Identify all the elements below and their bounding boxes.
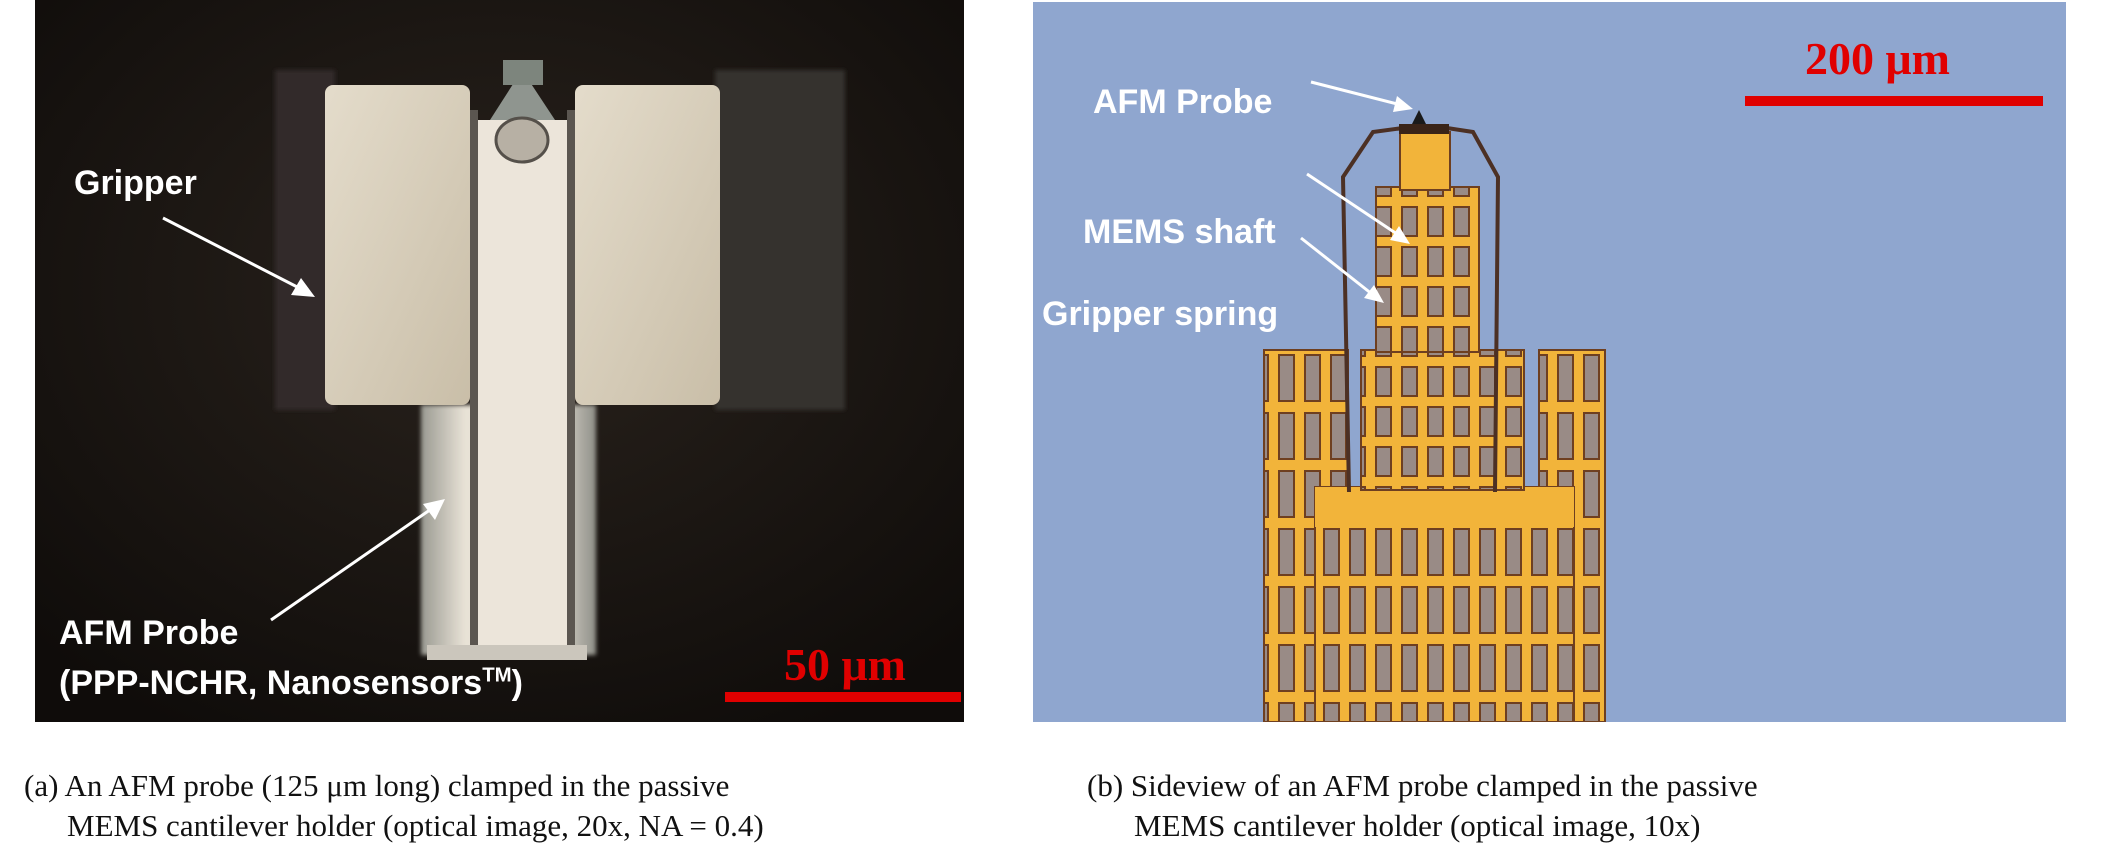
caption-b-line2: MEMS cantilever holder (optical image, 1… [1134,808,1701,843]
mems-head [1399,131,1451,191]
mems-device [1033,2,2066,722]
scale-bar-label-b: 200 μm [1805,33,1950,84]
gripper-spring-left [1340,126,1404,493]
scale-bar-label-a: 50 μm [784,639,906,690]
caption-b: (b) Sideview of an AFM probe clamped in … [1087,766,1758,846]
probe-model-suffix: ) [511,664,523,702]
label-gripper-spring: Gripper spring [1042,295,1279,333]
gripper-left-block [325,85,470,405]
gripper-right-block [575,85,720,405]
caption-a: (a) An AFM probe (125 μm long) clamped i… [24,766,764,846]
trademark-superscript: TM [482,664,512,687]
scale-bar-b [1745,96,2043,106]
label-probe-model: (PPP-NCHR, NanosensorsTM) [59,664,523,703]
mems-shaft [1375,186,1480,353]
micrograph-panel-a: Gripper AFM Probe (PPP-NCHR, Nanosensors… [35,0,964,722]
label-afm-probe-b: AFM Probe [1093,83,1273,121]
micrograph-a-image [35,0,964,722]
gripper-spring-right [1446,126,1501,493]
label-afm-probe-a: AFM Probe [59,614,239,652]
scale-bar-a [725,692,961,702]
probe-shaft [475,120,570,655]
caption-a-line1: (a) An AFM probe (125 μm long) clamped i… [24,768,730,803]
caption-b-line1: (b) Sideview of an AFM probe clamped in … [1087,768,1758,803]
caption-a-line2: MEMS cantilever holder (optical image, 2… [67,808,764,843]
micrograph-panel-b: AFM Probe MEMS shaft Gripper spring 200 … [1033,2,2066,722]
label-gripper: Gripper [74,164,197,202]
probe-model-prefix: (PPP-NCHR, Nanosensors [59,664,483,702]
label-mems-shaft: MEMS shaft [1083,213,1276,251]
mems-mid-section [1360,349,1525,491]
